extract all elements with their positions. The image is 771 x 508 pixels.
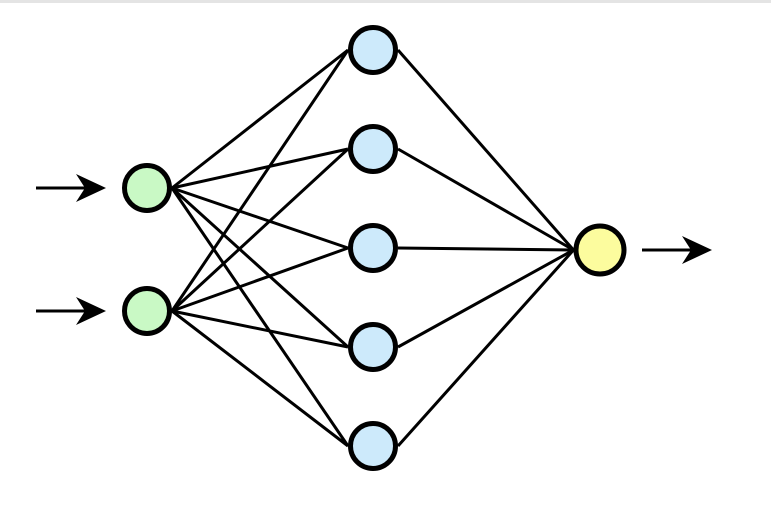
hidden-node-2 (348, 124, 398, 174)
edge-input-node-1-to-hidden-node-4 (170, 186, 350, 349)
hidden-node-1 (348, 25, 398, 75)
edge-hidden-node-1-to-output-node-1 (396, 49, 575, 251)
hidden-node-3 (348, 223, 398, 273)
edge-input-node-1-to-hidden-node-2 (171, 147, 349, 190)
output-arrow-head-icon (682, 236, 712, 264)
output-node-1 (573, 223, 627, 277)
edge-hidden-node-5-to-output-node-1 (396, 248, 575, 448)
edge-input-node-2-to-hidden-node-4 (171, 309, 349, 349)
input-node-1 (122, 163, 172, 213)
edge-input-node-2-to-hidden-node-5 (171, 309, 349, 448)
edge-input-node-1-to-hidden-node-5 (170, 187, 350, 447)
edge-input-node-2-to-hidden-node-3 (171, 246, 349, 313)
edge-input-node-2-to-hidden-node-1 (170, 49, 350, 312)
edge-hidden-node-3-to-output-node-1 (397, 246, 574, 252)
input-arrow-2-head-icon (76, 297, 106, 325)
edge-input-node-1-to-hidden-node-1 (171, 48, 349, 190)
edge-input-node-2-to-hidden-node-2 (170, 147, 350, 313)
edge-hidden-node-4-to-output-node-1 (397, 248, 575, 349)
input-arrow-1-head-icon (76, 174, 106, 202)
edge-input-node-1-to-hidden-node-3 (171, 186, 349, 250)
input-node-2 (122, 286, 172, 336)
top-border (0, 0, 771, 3)
hidden-node-4 (348, 322, 398, 372)
edge-hidden-node-2-to-output-node-1 (397, 147, 575, 252)
hidden-node-5 (348, 421, 398, 471)
